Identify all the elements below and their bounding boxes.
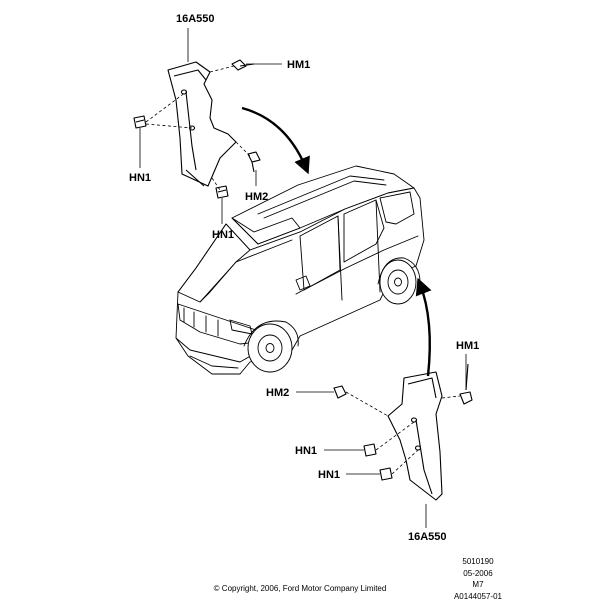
callout-top-hn1-left: HN1 [129, 172, 151, 184]
callout-bottom-hn1-upper: HN1 [295, 445, 317, 457]
callout-top-hm1: HM1 [287, 59, 310, 71]
lower-install-arrow [420, 284, 430, 376]
suv-vehicle-illustration [176, 166, 424, 374]
upper-hm2-screw [248, 152, 260, 172]
info-line-2: 05-2006 [454, 568, 502, 580]
callout-bottom-hm2: HM2 [266, 387, 289, 399]
callout-top-hn1-bottom: HN1 [212, 229, 234, 241]
callout-top-hm2: HM2 [245, 191, 268, 203]
lower-hm2-screw [334, 386, 346, 398]
upper-mud-flap [168, 62, 236, 186]
upper-hm1-screw [232, 60, 254, 70]
callout-bottom-part: 16A550 [408, 531, 447, 543]
info-line-1: 5010190 [454, 556, 502, 568]
callout-bottom-hm1: HM1 [456, 340, 479, 352]
upper-hn1-clip-bottom [216, 186, 228, 198]
lower-mud-flap [388, 372, 442, 500]
lower-hn1-clip-lower [380, 468, 392, 480]
callout-bottom-hn1-lower: HN1 [318, 469, 340, 481]
upper-hn1-clip-left [134, 116, 146, 128]
callout-top-part: 16A550 [176, 13, 215, 25]
copyright-notice: © Copyright, 2006, Ford Motor Company Li… [0, 584, 600, 593]
lower-hn1-clip-upper [364, 444, 376, 456]
drawing-info-block: 5010190 05-2006 M7 A0144057-01 [454, 556, 502, 602]
